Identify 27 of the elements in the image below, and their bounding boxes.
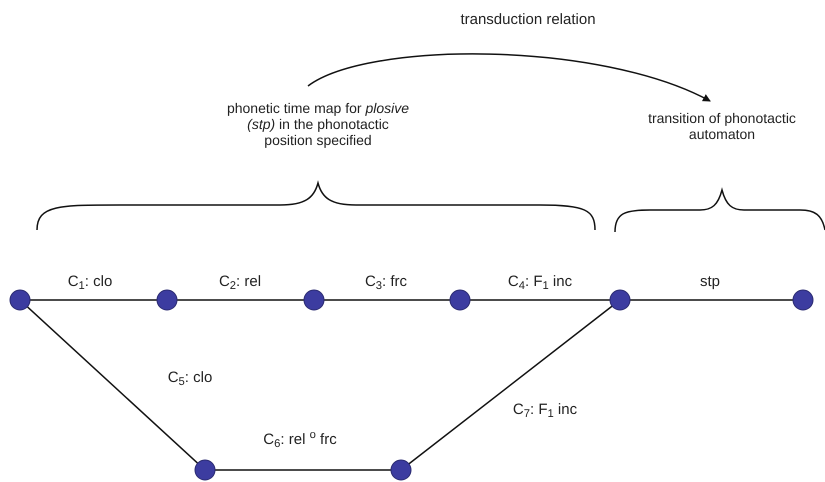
node-circle bbox=[450, 290, 470, 310]
line bbox=[26, 306, 198, 464]
arrow bbox=[308, 53, 711, 102]
node-circle bbox=[792, 290, 814, 310]
line bbox=[408, 306, 613, 464]
line bbox=[630, 299, 793, 301]
node-circle bbox=[156, 290, 178, 310]
edge-label: C$_{7}$: F$_{1}$ inc bbox=[510, 401, 580, 419]
edge-label: C$_{2}$: rel bbox=[216, 273, 264, 291]
edge-label: stp bbox=[698, 273, 722, 291]
node-text: transition of phonotactic automaton bbox=[647, 110, 797, 142]
node-circle bbox=[390, 460, 412, 480]
edge-label: C$_{1}$: clo bbox=[66, 273, 114, 291]
edge-label: C$_{6}$: rel $^{o}$ frc bbox=[261, 431, 339, 449]
node-circle bbox=[610, 290, 630, 310]
node-circle bbox=[304, 290, 324, 310]
line bbox=[470, 299, 610, 301]
node-circle bbox=[194, 460, 216, 480]
line bbox=[30, 299, 157, 301]
line bbox=[215, 469, 391, 471]
edge-label: C$_{3}$: frc bbox=[362, 273, 410, 291]
node-text: phonetic time map for plosive (stp) in the phonotactic position specified bbox=[226, 100, 410, 148]
line bbox=[177, 299, 304, 301]
edge-label: C$_{5}$: clo bbox=[166, 369, 214, 387]
edge-label: C$_{4}$: F$_{1}$ inc bbox=[506, 273, 574, 291]
node-circle bbox=[10, 290, 30, 310]
line bbox=[324, 299, 450, 301]
